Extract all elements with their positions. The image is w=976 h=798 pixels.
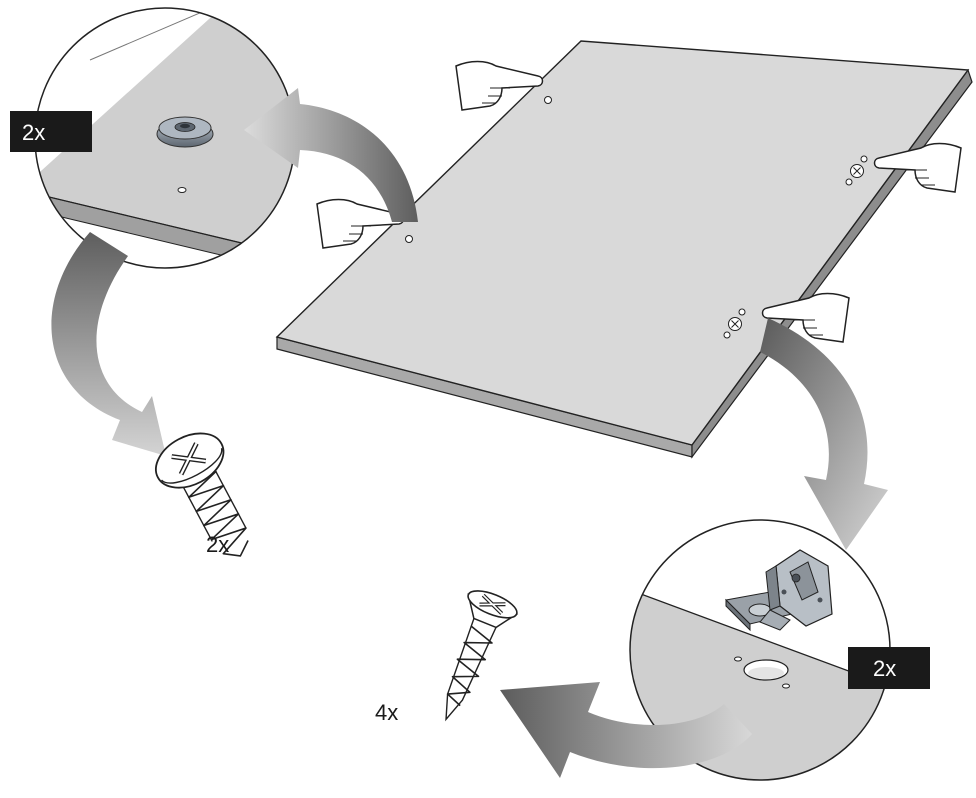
panel-top-face bbox=[275, 40, 970, 446]
panel-hole-1 bbox=[544, 96, 552, 104]
curved-arrow-icon bbox=[760, 318, 888, 550]
bumper-pad bbox=[156, 116, 214, 148]
door-panel bbox=[275, 40, 973, 459]
qty-label-top-left: 2x bbox=[22, 120, 45, 145]
pilot-hole bbox=[177, 187, 187, 193]
pointing-hand-icon bbox=[873, 142, 962, 193]
cabinet-hinge bbox=[724, 549, 833, 632]
qty-label-countersunk-screw: 4x bbox=[375, 700, 398, 725]
pan-head-screw bbox=[155, 432, 255, 561]
curved-arrow-icon bbox=[500, 682, 752, 778]
curved-arrow-icon bbox=[51, 232, 166, 456]
panel-hole-2 bbox=[405, 235, 413, 243]
qty-badge-hinge bbox=[848, 647, 930, 689]
magnifier-top-left bbox=[34, 7, 296, 269]
countersunk-screw bbox=[445, 590, 519, 722]
pointing-hand-icon bbox=[455, 60, 544, 111]
hinge-mark-bottom bbox=[723, 308, 746, 339]
qty-badge-top-left bbox=[10, 111, 92, 152]
hinge-mark-top bbox=[845, 155, 868, 186]
pointing-hand-icon bbox=[761, 292, 850, 343]
curved-arrow-icon bbox=[244, 88, 418, 222]
qty-label-hinge: 2x bbox=[873, 656, 896, 681]
qty-label-pan-screw: 2x bbox=[206, 532, 229, 557]
